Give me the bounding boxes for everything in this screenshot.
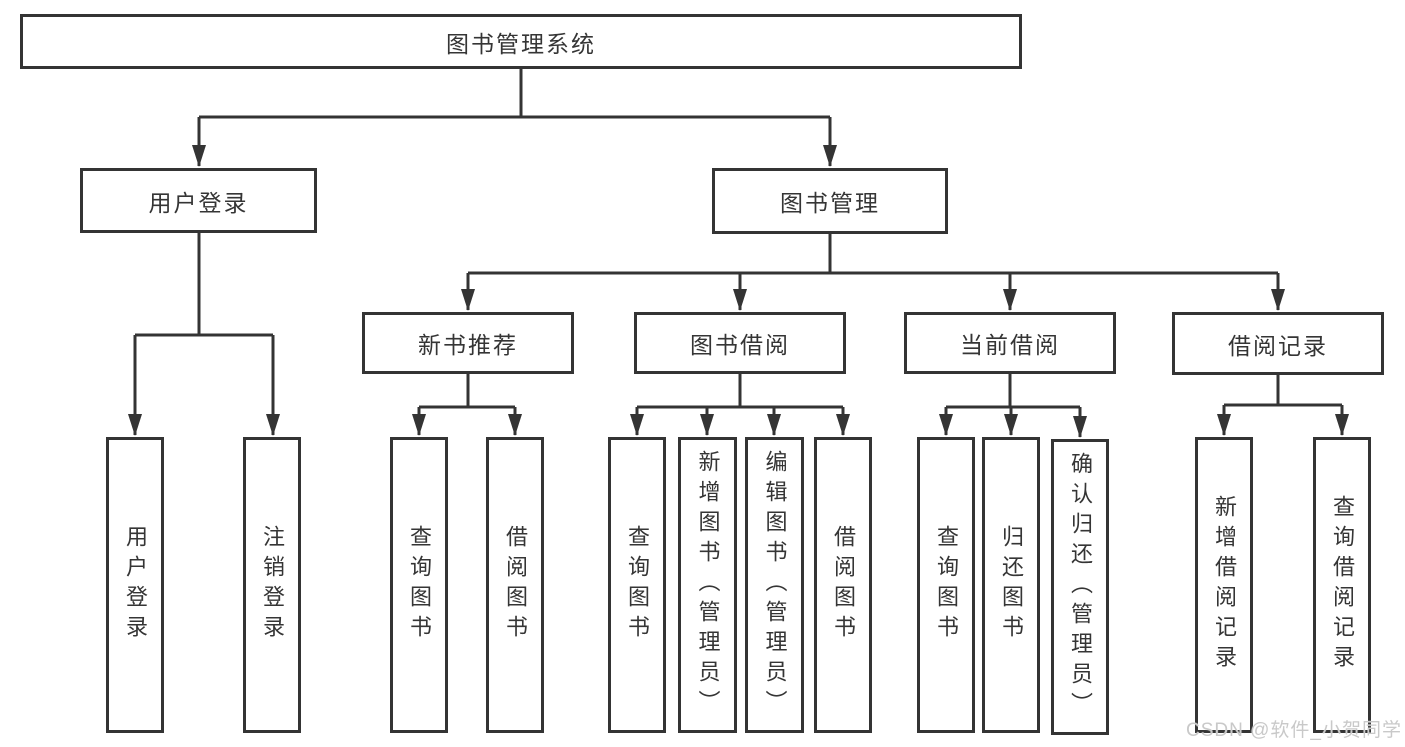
node-new-book-recommendation-label: 新书推荐 [418, 332, 518, 358]
node-borrow-books-borrowing: 借阅图书 [814, 437, 872, 733]
node-add-book-admin: 新增图书（管理员） [678, 437, 737, 733]
node-borrow-books-recommendation: 借阅图书 [486, 437, 544, 733]
node-current-borrowing-label: 当前借阅 [960, 332, 1060, 358]
node-query-books-current-label: 查询图书 [934, 525, 959, 645]
node-return-books: 归还图书 [982, 437, 1040, 733]
node-book-management: 图书管理 [712, 168, 948, 234]
node-query-books-current: 查询图书 [917, 437, 975, 733]
node-add-book-admin-label: 新增图书（管理员） [695, 450, 721, 720]
node-query-books-borrowing-label: 查询图书 [625, 525, 650, 645]
node-user-login-leaf-label: 用户登录 [123, 525, 148, 645]
node-confirm-return-admin-label: 确认归还（管理员） [1068, 452, 1093, 722]
node-book-management-label: 图书管理 [780, 190, 880, 216]
node-borrowing-records: 借阅记录 [1172, 312, 1384, 375]
node-root: 图书管理系统 [20, 14, 1022, 69]
node-user-login-leaf: 用户登录 [106, 437, 164, 733]
node-add-borrowing-record-label: 新增借阅记录 [1212, 495, 1237, 675]
node-edit-book-admin: 编辑图书（管理员） [745, 437, 804, 733]
node-logout-label: 注销登录 [260, 525, 285, 645]
node-new-book-recommendation: 新书推荐 [362, 312, 574, 374]
node-root-label: 图书管理系统 [446, 30, 596, 57]
node-query-books-recommendation: 查询图书 [390, 437, 448, 733]
node-borrow-books-borrowing-label: 借阅图书 [831, 525, 856, 645]
node-book-borrowing: 图书借阅 [634, 312, 846, 374]
csdn-watermark: CSDN @软件_小贺同学 [1186, 720, 1402, 741]
node-query-books-borrowing: 查询图书 [608, 437, 666, 733]
node-query-books-recommendation-label: 查询图书 [407, 525, 432, 645]
node-return-books-label: 归还图书 [999, 525, 1024, 645]
node-user-login: 用户登录 [80, 168, 317, 233]
node-borrow-books-recommendation-label: 借阅图书 [503, 525, 528, 645]
node-user-login-label: 用户登录 [148, 189, 249, 216]
node-edit-book-admin-label: 编辑图书（管理员） [762, 450, 788, 720]
node-book-borrowing-label: 图书借阅 [690, 332, 790, 358]
node-add-borrowing-record: 新增借阅记录 [1195, 437, 1253, 733]
node-borrowing-records-label: 借阅记录 [1228, 332, 1328, 359]
node-confirm-return-admin: 确认归还（管理员） [1051, 439, 1109, 735]
node-logout: 注销登录 [243, 437, 301, 733]
node-current-borrowing: 当前借阅 [904, 312, 1116, 374]
node-query-borrowing-record: 查询借阅记录 [1313, 437, 1371, 733]
node-query-borrowing-record-label: 查询借阅记录 [1330, 495, 1355, 675]
